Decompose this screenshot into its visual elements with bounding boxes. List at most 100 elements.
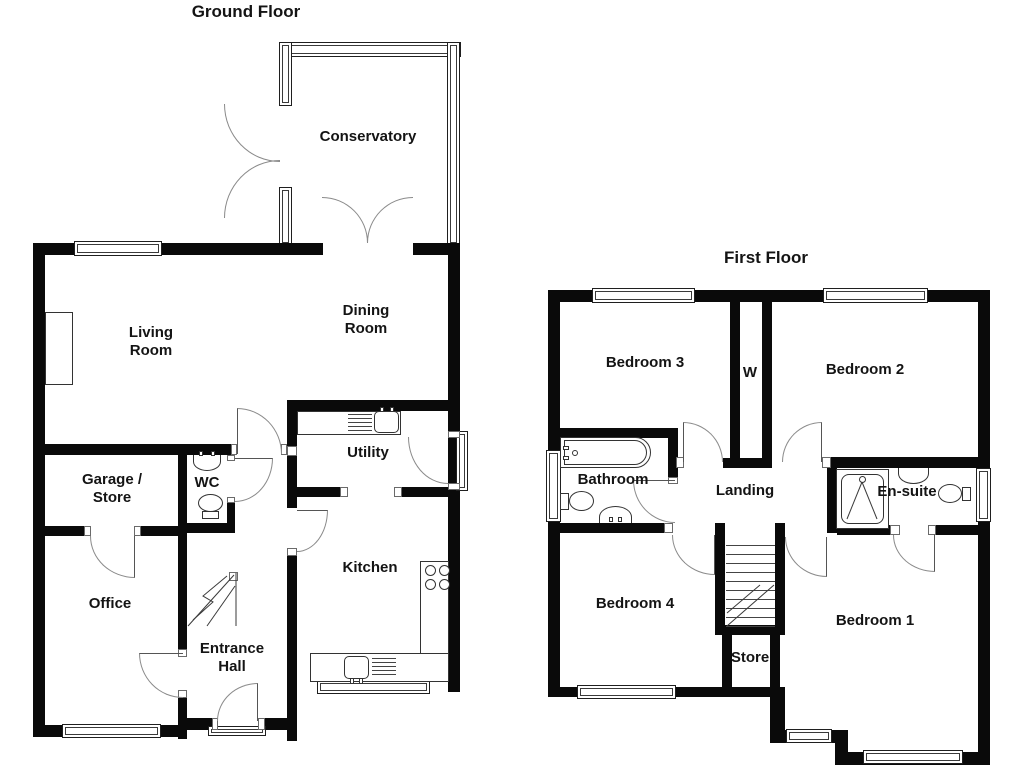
wall bbox=[723, 458, 772, 468]
conservatory-glazed-wall-left-upper bbox=[279, 42, 292, 106]
window bbox=[786, 729, 832, 743]
bathroom-sink-fixture bbox=[599, 506, 632, 523]
hob-burner bbox=[439, 579, 450, 590]
room-label-bedroom-1: Bedroom 1 bbox=[835, 612, 915, 629]
door-jamb bbox=[227, 455, 235, 461]
wall bbox=[287, 556, 297, 741]
garage-door bbox=[90, 536, 135, 578]
door-jamb bbox=[340, 487, 348, 497]
window bbox=[863, 750, 963, 764]
window bbox=[317, 680, 430, 694]
wall bbox=[182, 718, 213, 730]
room-label-en-suite: En-suite bbox=[877, 483, 937, 500]
room-label-conservatory: Conservatory bbox=[319, 128, 417, 145]
window bbox=[577, 685, 676, 699]
window bbox=[592, 288, 695, 303]
stairs-fixture bbox=[726, 545, 775, 627]
bathroom-sink-tap bbox=[609, 517, 613, 522]
room-label-entrance-hall: Entrance Hall bbox=[199, 640, 265, 675]
bathroom-toilet-fixture bbox=[569, 491, 594, 511]
shower-drain bbox=[859, 476, 866, 483]
kitchen-sink-tap bbox=[350, 678, 354, 684]
conservatory-french-door-upper bbox=[224, 104, 280, 162]
window bbox=[976, 468, 991, 522]
room-label-kitchen: Kitchen bbox=[342, 559, 398, 576]
room-label-wardrobe: W bbox=[742, 364, 758, 381]
utility-sink-fixture bbox=[374, 411, 399, 433]
utility-sink-tap bbox=[390, 407, 394, 412]
room-label-wc: WC bbox=[194, 474, 220, 491]
living-room-door bbox=[237, 408, 282, 454]
first-floor-title: First Floor bbox=[723, 247, 809, 267]
kitchen-door bbox=[297, 510, 328, 552]
wall bbox=[715, 523, 725, 635]
wall bbox=[33, 526, 90, 536]
door-jamb bbox=[928, 525, 936, 535]
door-jamb bbox=[448, 431, 460, 438]
dining-french-door-right bbox=[367, 197, 413, 243]
wall bbox=[835, 730, 848, 765]
wall bbox=[770, 635, 780, 687]
utility-door-frame bbox=[456, 431, 468, 491]
kitchen-drainer bbox=[372, 658, 396, 677]
window bbox=[74, 241, 162, 256]
door-jamb bbox=[287, 446, 297, 456]
room-label-bathroom: Bathroom bbox=[577, 471, 649, 488]
door-jamb bbox=[664, 523, 673, 533]
wall bbox=[715, 625, 785, 635]
bathroom-sink-tap bbox=[618, 517, 622, 522]
room-label-utility: Utility bbox=[347, 444, 389, 461]
utility-exterior-door bbox=[408, 437, 448, 484]
door-jamb bbox=[676, 457, 684, 468]
kitchen-sink-fixture bbox=[344, 656, 369, 679]
wc-sink-tap bbox=[211, 451, 215, 456]
window bbox=[546, 450, 561, 522]
wall bbox=[822, 457, 990, 468]
en-suite-toilet-base bbox=[962, 487, 971, 501]
wall bbox=[837, 525, 890, 535]
bedroom-1-door bbox=[785, 537, 827, 577]
wall bbox=[33, 243, 45, 737]
en-suite-toilet-fixture bbox=[938, 484, 962, 503]
room-label-garage-store: Garage / Store bbox=[81, 471, 143, 506]
wall bbox=[33, 444, 237, 455]
kitchen-sink-tap bbox=[359, 678, 363, 684]
wall bbox=[227, 500, 235, 533]
wall bbox=[178, 455, 187, 649]
kitchen-counter-right bbox=[420, 561, 449, 655]
wall bbox=[395, 487, 448, 497]
wall bbox=[287, 682, 297, 741]
stairs-newel bbox=[229, 572, 238, 581]
wc-sink-fixture bbox=[193, 455, 221, 471]
window bbox=[823, 288, 928, 303]
wc-sink-tap bbox=[199, 451, 203, 456]
door-jamb bbox=[84, 526, 91, 536]
door-jamb bbox=[394, 487, 402, 497]
door-jamb bbox=[258, 718, 265, 730]
room-label-dining-room: Dining Room bbox=[342, 302, 390, 337]
conservatory-french-door-lower bbox=[224, 160, 280, 218]
door-jamb bbox=[822, 457, 831, 468]
bathroom-toilet-base bbox=[560, 493, 569, 510]
room-label-bedroom-3: Bedroom 3 bbox=[605, 354, 685, 371]
front-door-threshold bbox=[208, 726, 266, 736]
room-label-living-room: Living Room bbox=[128, 324, 174, 359]
front-door bbox=[217, 683, 258, 721]
conservatory-glazed-wall-top bbox=[279, 42, 461, 57]
bedroom-3-door bbox=[683, 422, 723, 462]
en-suite-door bbox=[893, 535, 935, 572]
wall bbox=[448, 243, 460, 692]
wall bbox=[978, 290, 990, 765]
wall bbox=[762, 302, 772, 462]
hob-burner bbox=[439, 565, 450, 576]
wc-toilet-fixture bbox=[198, 494, 223, 512]
door-jamb bbox=[212, 718, 218, 730]
en-suite-sink-fixture bbox=[898, 468, 929, 484]
window bbox=[62, 724, 161, 738]
conservatory-glazed-wall-right bbox=[447, 42, 460, 246]
wall bbox=[297, 487, 347, 497]
bathtub-drain bbox=[572, 450, 578, 456]
door-jamb bbox=[287, 548, 297, 556]
wall bbox=[827, 468, 837, 533]
